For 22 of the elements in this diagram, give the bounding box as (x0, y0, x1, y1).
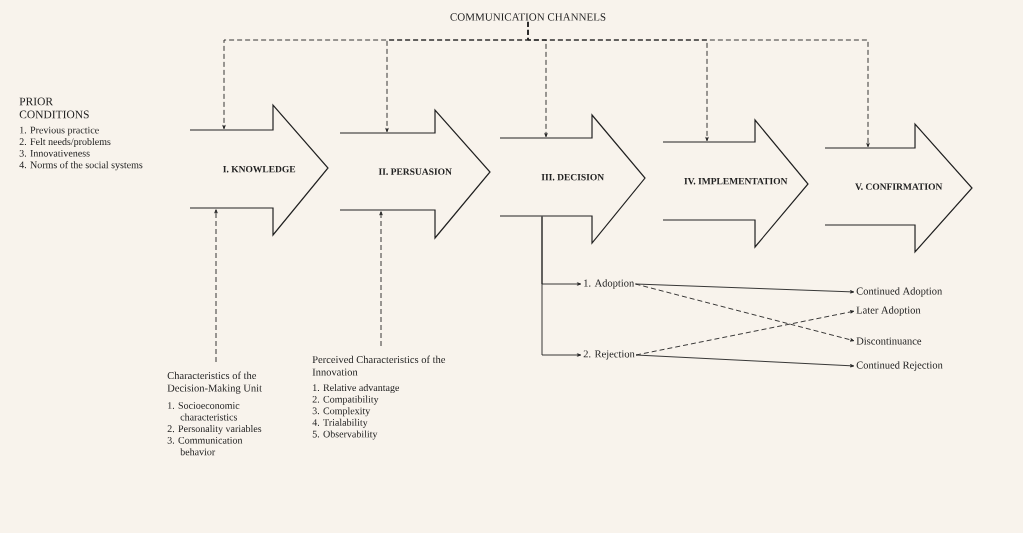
outcome-label: Later Adoption (856, 306, 921, 316)
arrow (379, 211, 383, 347)
arrow (541, 215, 582, 357)
condition-list: PRIOR CONDITIONS 1. Previous practice 2. Felt needs/problems 3. Innovativeness 4. Norms of the social systems (19, 97, 143, 171)
stage-block: II. PERSUASION (339, 108, 491, 240)
outcome-label: Continued Adoption (856, 287, 943, 297)
characteristic-list: Perceived Characteristics of the Innovation 1. Relative advantage 2. Compatibility 3. Complexity 4. Trialability 5. Observability (312, 355, 446, 440)
arrow (635, 354, 855, 368)
outcome-label: Continued Rejection (856, 361, 943, 371)
arrow (527, 21, 870, 148)
arrow (635, 283, 855, 294)
arrow (635, 283, 855, 342)
outcome-label: 1. Adoption (584, 279, 635, 289)
arrow (214, 209, 218, 363)
outcome-label: Discontinuance (856, 337, 922, 345)
stage-block: IV. IMPLEMENTATION (662, 118, 809, 249)
channel-heading: COMMUNICATION CHANNELS (450, 13, 606, 21)
stage-block: III. DECISION (499, 113, 646, 245)
stage-block: I. KNOWLEDGE (189, 103, 329, 237)
stage-block: V. CONFIRMATION (824, 122, 973, 254)
characteristic-list: Characteristics of the Decision-Making Unit 1. Socioeconomic characteristics 2. Personality variables 3. Communication behavior (167, 371, 262, 456)
outcome-label: 2. Rejection (583, 350, 635, 360)
